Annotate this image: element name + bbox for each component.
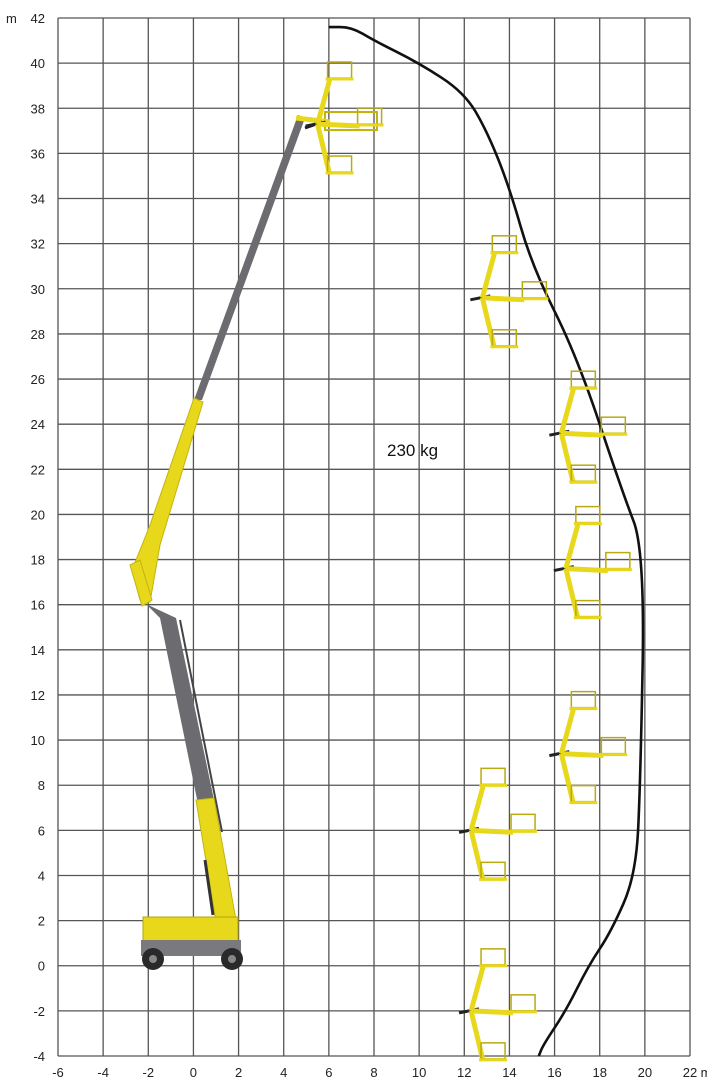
jib-link [561, 430, 604, 438]
jib-link [565, 566, 608, 574]
jib-link [468, 966, 486, 1012]
y-tick-label: 8 [38, 778, 45, 793]
y-tick-label: -2 [33, 1004, 45, 1019]
jib-link [563, 523, 581, 570]
jib-link [315, 79, 332, 125]
y-tick-label: 40 [31, 56, 45, 71]
y-tick-label: 36 [31, 146, 45, 161]
y-tick-label: 4 [38, 868, 45, 883]
lift-cylinder [203, 859, 215, 916]
x-tick-label: 14 [502, 1065, 516, 1080]
y-tick-label: 30 [31, 282, 45, 297]
x-tick-label: 10 [412, 1065, 426, 1080]
boom-lift-machine [129, 111, 378, 970]
platform-basket [575, 599, 601, 618]
x-tick-label: 12 [457, 1065, 471, 1080]
grid [57, 17, 691, 1057]
platform-basket [600, 416, 627, 434]
platform-basket [570, 464, 597, 482]
platform-basket [491, 329, 518, 347]
upper-boom-grey [194, 115, 305, 400]
y-tick-label: 34 [31, 192, 45, 207]
x-axis-unit: m [701, 1065, 707, 1080]
y-tick-label: 24 [31, 417, 45, 432]
jib-link [558, 708, 576, 755]
x-tick-label: 20 [638, 1065, 652, 1080]
front-wheel-hub [228, 955, 236, 963]
y-tick-label: 38 [31, 101, 45, 116]
y-tick-label: 16 [31, 598, 45, 613]
y-tick-label: 14 [31, 643, 45, 658]
y-tick-label: 18 [31, 553, 45, 568]
x-tick-label: 8 [370, 1065, 377, 1080]
jib-link [558, 388, 576, 434]
platform-basket [480, 767, 506, 786]
platform-position-group [553, 505, 632, 620]
rear-wheel-hub [149, 955, 157, 963]
jib-link [479, 253, 497, 299]
platform-basket [510, 994, 536, 1012]
capacity-label: 230 kg [387, 441, 438, 460]
platform-basket [326, 61, 353, 79]
y-tick-label: 32 [31, 237, 45, 252]
y-axis-unit: m [6, 11, 17, 26]
lower-boom-cylinder [179, 619, 223, 833]
x-tick-label: 18 [592, 1065, 606, 1080]
platform-position-group [470, 235, 549, 349]
y-axis-ticks: 424038363432302826242220181614121086420-… [6, 11, 45, 1064]
boom-knuckle [129, 559, 153, 607]
x-tick-label: 22 [683, 1065, 697, 1080]
x-tick-label: -2 [143, 1065, 155, 1080]
platform-position-group [305, 61, 384, 175]
platform-basket [570, 690, 597, 709]
platform-position-group [458, 767, 538, 881]
lower-boom-yellow [195, 797, 237, 923]
x-axis-ticks: -6 -4 -2 0 2 4 6 8 10 12 14 16 18 20 22 m [52, 1065, 707, 1080]
jib-link [470, 1008, 514, 1016]
jib-link [317, 121, 360, 129]
jib-link [482, 295, 525, 303]
platform-basket [480, 948, 506, 966]
jib-link [470, 827, 514, 835]
chassis-body [142, 916, 239, 943]
x-tick-label: -6 [52, 1065, 64, 1080]
x-tick-label: 4 [280, 1065, 287, 1080]
y-tick-label: 12 [31, 688, 45, 703]
reach-envelope-curve [328, 25, 645, 1057]
x-tick-label: 6 [325, 1065, 332, 1080]
y-tick-label: 26 [31, 372, 45, 387]
y-tick-label: 2 [38, 914, 45, 929]
y-tick-label: 22 [31, 462, 45, 477]
chassis-lower [141, 940, 241, 956]
platform-position-group [549, 370, 628, 484]
x-tick-label: 2 [235, 1065, 242, 1080]
jib-link [468, 785, 486, 832]
y-tick-label: 42 [31, 11, 45, 26]
platform-basket [605, 551, 631, 570]
lower-boom-grey [146, 604, 214, 804]
x-tick-label: 16 [547, 1065, 561, 1080]
platform-position-group [549, 690, 628, 805]
x-tick-label: -4 [97, 1065, 109, 1080]
y-tick-label: 0 [38, 959, 45, 974]
y-tick-label: -4 [33, 1049, 45, 1064]
jib-link [561, 751, 604, 759]
y-tick-label: 6 [38, 823, 45, 838]
platform-position-icons [305, 61, 632, 1062]
y-tick-label: 28 [31, 327, 45, 342]
platform-basket [510, 813, 536, 832]
platform-basket [326, 155, 353, 173]
platform-position-group [458, 948, 538, 1062]
y-tick-label: 20 [31, 507, 45, 522]
platform-basket [570, 784, 597, 803]
x-tick-label: 0 [190, 1065, 197, 1080]
y-tick-label: 10 [31, 733, 45, 748]
